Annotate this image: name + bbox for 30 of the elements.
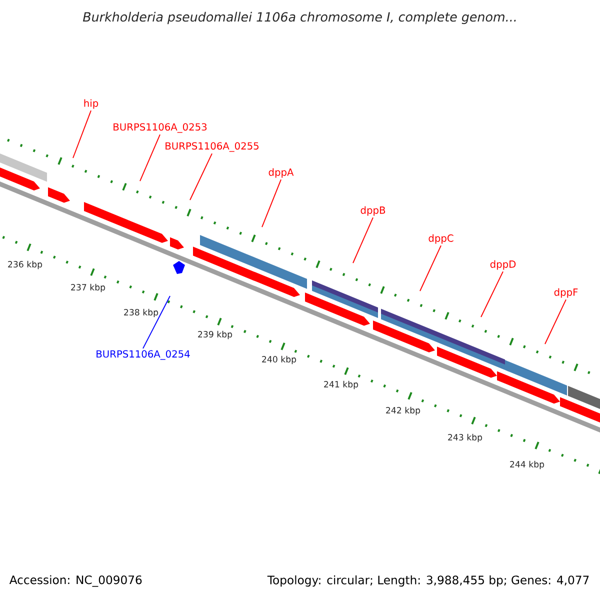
scale-label: 243 kbp xyxy=(448,434,482,442)
gene-label: dppF xyxy=(554,288,578,298)
scale-label: 239 kbp xyxy=(198,330,232,340)
gene-label: BURPS1106A_0253 xyxy=(114,123,207,133)
scale-label: 236 kbp xyxy=(8,260,42,270)
leader-line xyxy=(420,245,442,292)
leader-line xyxy=(72,110,92,158)
gene-label: dppA xyxy=(268,168,294,178)
gene-label: hip xyxy=(84,99,98,109)
genome-info-text: Topology: circular; Length: 3,988,455 bp; Genes: 4,077 xyxy=(267,575,589,587)
gene-label: dppB xyxy=(360,206,386,216)
leader-line xyxy=(142,296,170,349)
leader-line xyxy=(262,179,282,228)
scale-label: 237 kbp xyxy=(71,284,106,292)
leader-line xyxy=(544,299,566,344)
scale-label: 238 kbp xyxy=(124,308,158,318)
scale-label: 242 kbp xyxy=(386,406,420,416)
accession-text: Accession: NC_009076 xyxy=(9,575,142,587)
gene-label: BURPS1106A_0254 xyxy=(96,350,190,360)
scale-label: 241 kbp xyxy=(324,380,358,390)
title: Burkholderia pseudomallei 1106a chromosome I, complete genom... xyxy=(82,12,516,24)
scale-label: 244 kbp xyxy=(510,460,544,470)
leader-line xyxy=(140,134,160,182)
leader-line xyxy=(190,153,212,200)
scale-label: 240 kbp xyxy=(262,356,296,364)
leader-line xyxy=(480,271,504,318)
gene-label: dppD xyxy=(490,260,516,270)
gene-label: BURPS1106A_0255 xyxy=(166,142,258,152)
leader-line xyxy=(352,217,374,264)
gene-label: dppC xyxy=(428,234,454,244)
